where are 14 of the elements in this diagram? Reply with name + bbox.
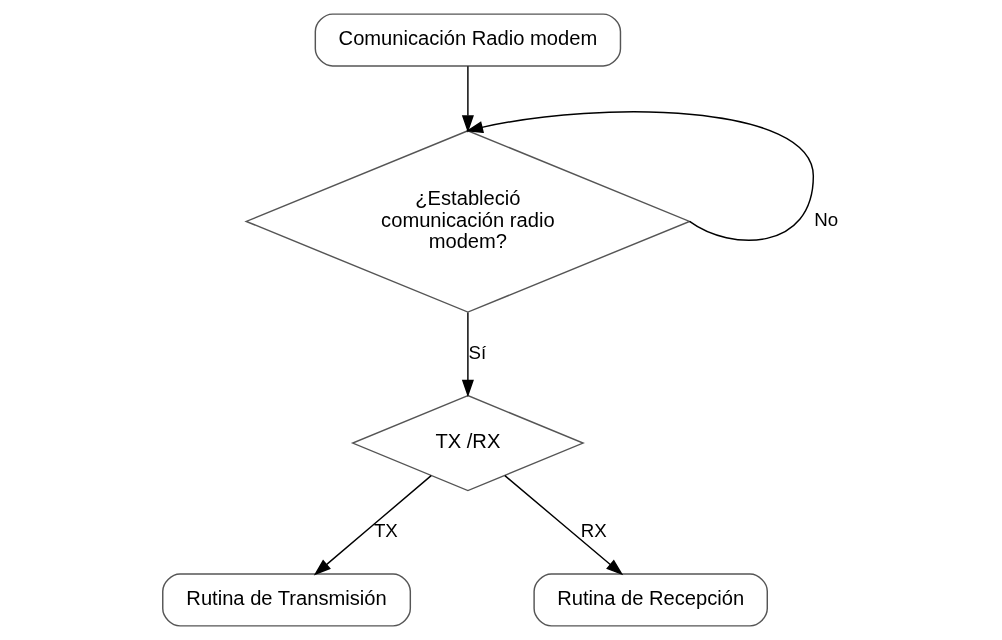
- arrow: [504, 474, 624, 576]
- node-box: Comunicación Radio modem: [314, 13, 622, 67]
- edge-label: Sí: [468, 341, 487, 363]
- node-diamond: ¿Estableció comunicación radio modem?: [244, 129, 692, 313]
- arrow: [465, 111, 815, 241]
- edge-label: RX: [580, 520, 607, 542]
- arrow: [461, 65, 474, 133]
- node-box: Rutina de Recepción: [533, 573, 768, 627]
- edge-label: No: [814, 209, 839, 231]
- arrow: [461, 311, 474, 398]
- node-diamond: TX /RX: [350, 394, 585, 492]
- edge-label: TX: [373, 520, 398, 542]
- node-box: Rutina de Transmisión: [162, 573, 412, 627]
- arrow: [313, 474, 432, 576]
